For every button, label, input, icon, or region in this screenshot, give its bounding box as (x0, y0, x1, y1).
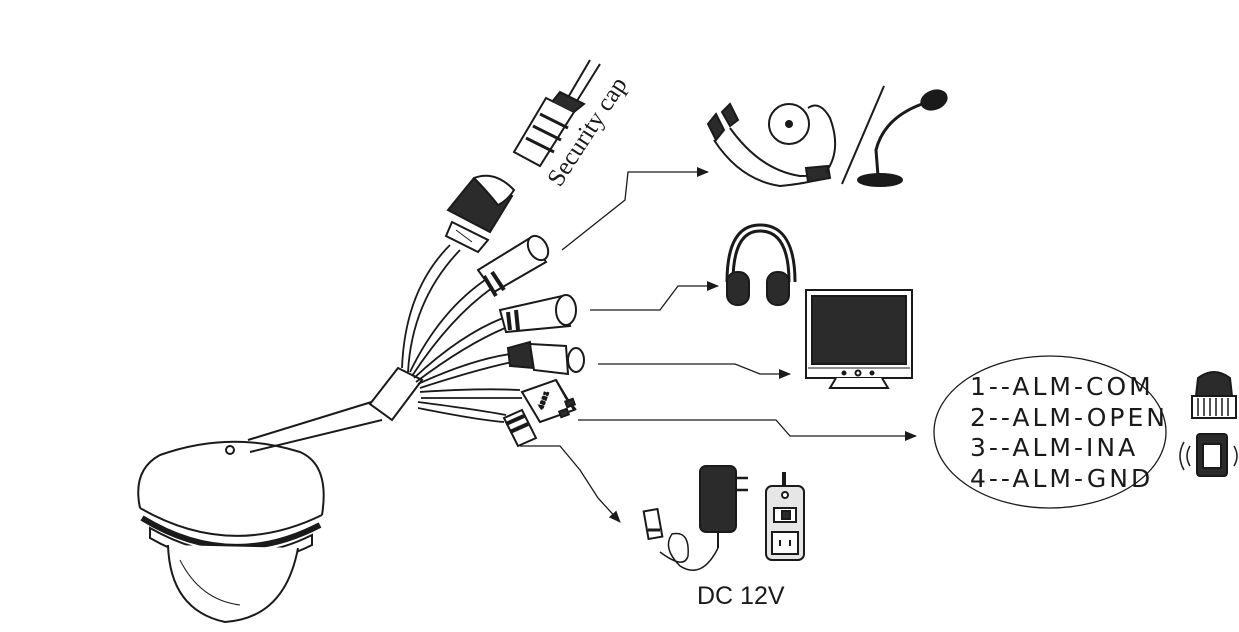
dc-power-label: DC 12V (697, 582, 785, 610)
alarm-pin-3: 3--ALM-INA (970, 433, 1138, 462)
alarm-arrow (578, 419, 917, 441)
alarm-pin-oval: 1--ALM-COM 2--ALM-OPEN 3--ALM-INA 4--ALM… (933, 355, 1168, 509)
alarm-pin-4: 4--ALM-GND (970, 464, 1153, 493)
audio-out-connector-icon (498, 294, 577, 334)
main-cable (247, 399, 383, 453)
divider-slash (841, 85, 885, 185)
video-out-arrow (598, 363, 791, 379)
headphones-icon (725, 223, 797, 306)
alarm-light-icon (1191, 371, 1237, 419)
desk-microphone-icon (857, 89, 948, 187)
audio-in-arrow (561, 167, 709, 251)
dome-camera-icon (137, 440, 325, 624)
monitor-icon (805, 289, 913, 389)
dc-power-jack-icon (502, 408, 538, 448)
network-connector-icon (444, 174, 516, 254)
alarm-pin-2: 2--ALM-OPEN (970, 403, 1168, 432)
cable-fan (401, 244, 522, 423)
connection-lines (520, 167, 917, 523)
audio-in-connector-icon (476, 234, 550, 298)
cable-splitter-icon (368, 366, 424, 422)
bnc-video-connector-icon (506, 340, 585, 376)
power-adapter-icon (642, 465, 748, 571)
audio-out-arrow (590, 281, 719, 311)
power-arrow (520, 445, 621, 523)
alarm-terminal-block-icon: 4 3 2 1 (520, 378, 577, 424)
microphone-pickup-icon (706, 102, 837, 188)
door-sensor-icon (1179, 433, 1238, 477)
wall-outlet-icon (765, 472, 805, 561)
security-cap-icon (512, 59, 601, 168)
alarm-pin-1: 1--ALM-COM (970, 372, 1154, 401)
